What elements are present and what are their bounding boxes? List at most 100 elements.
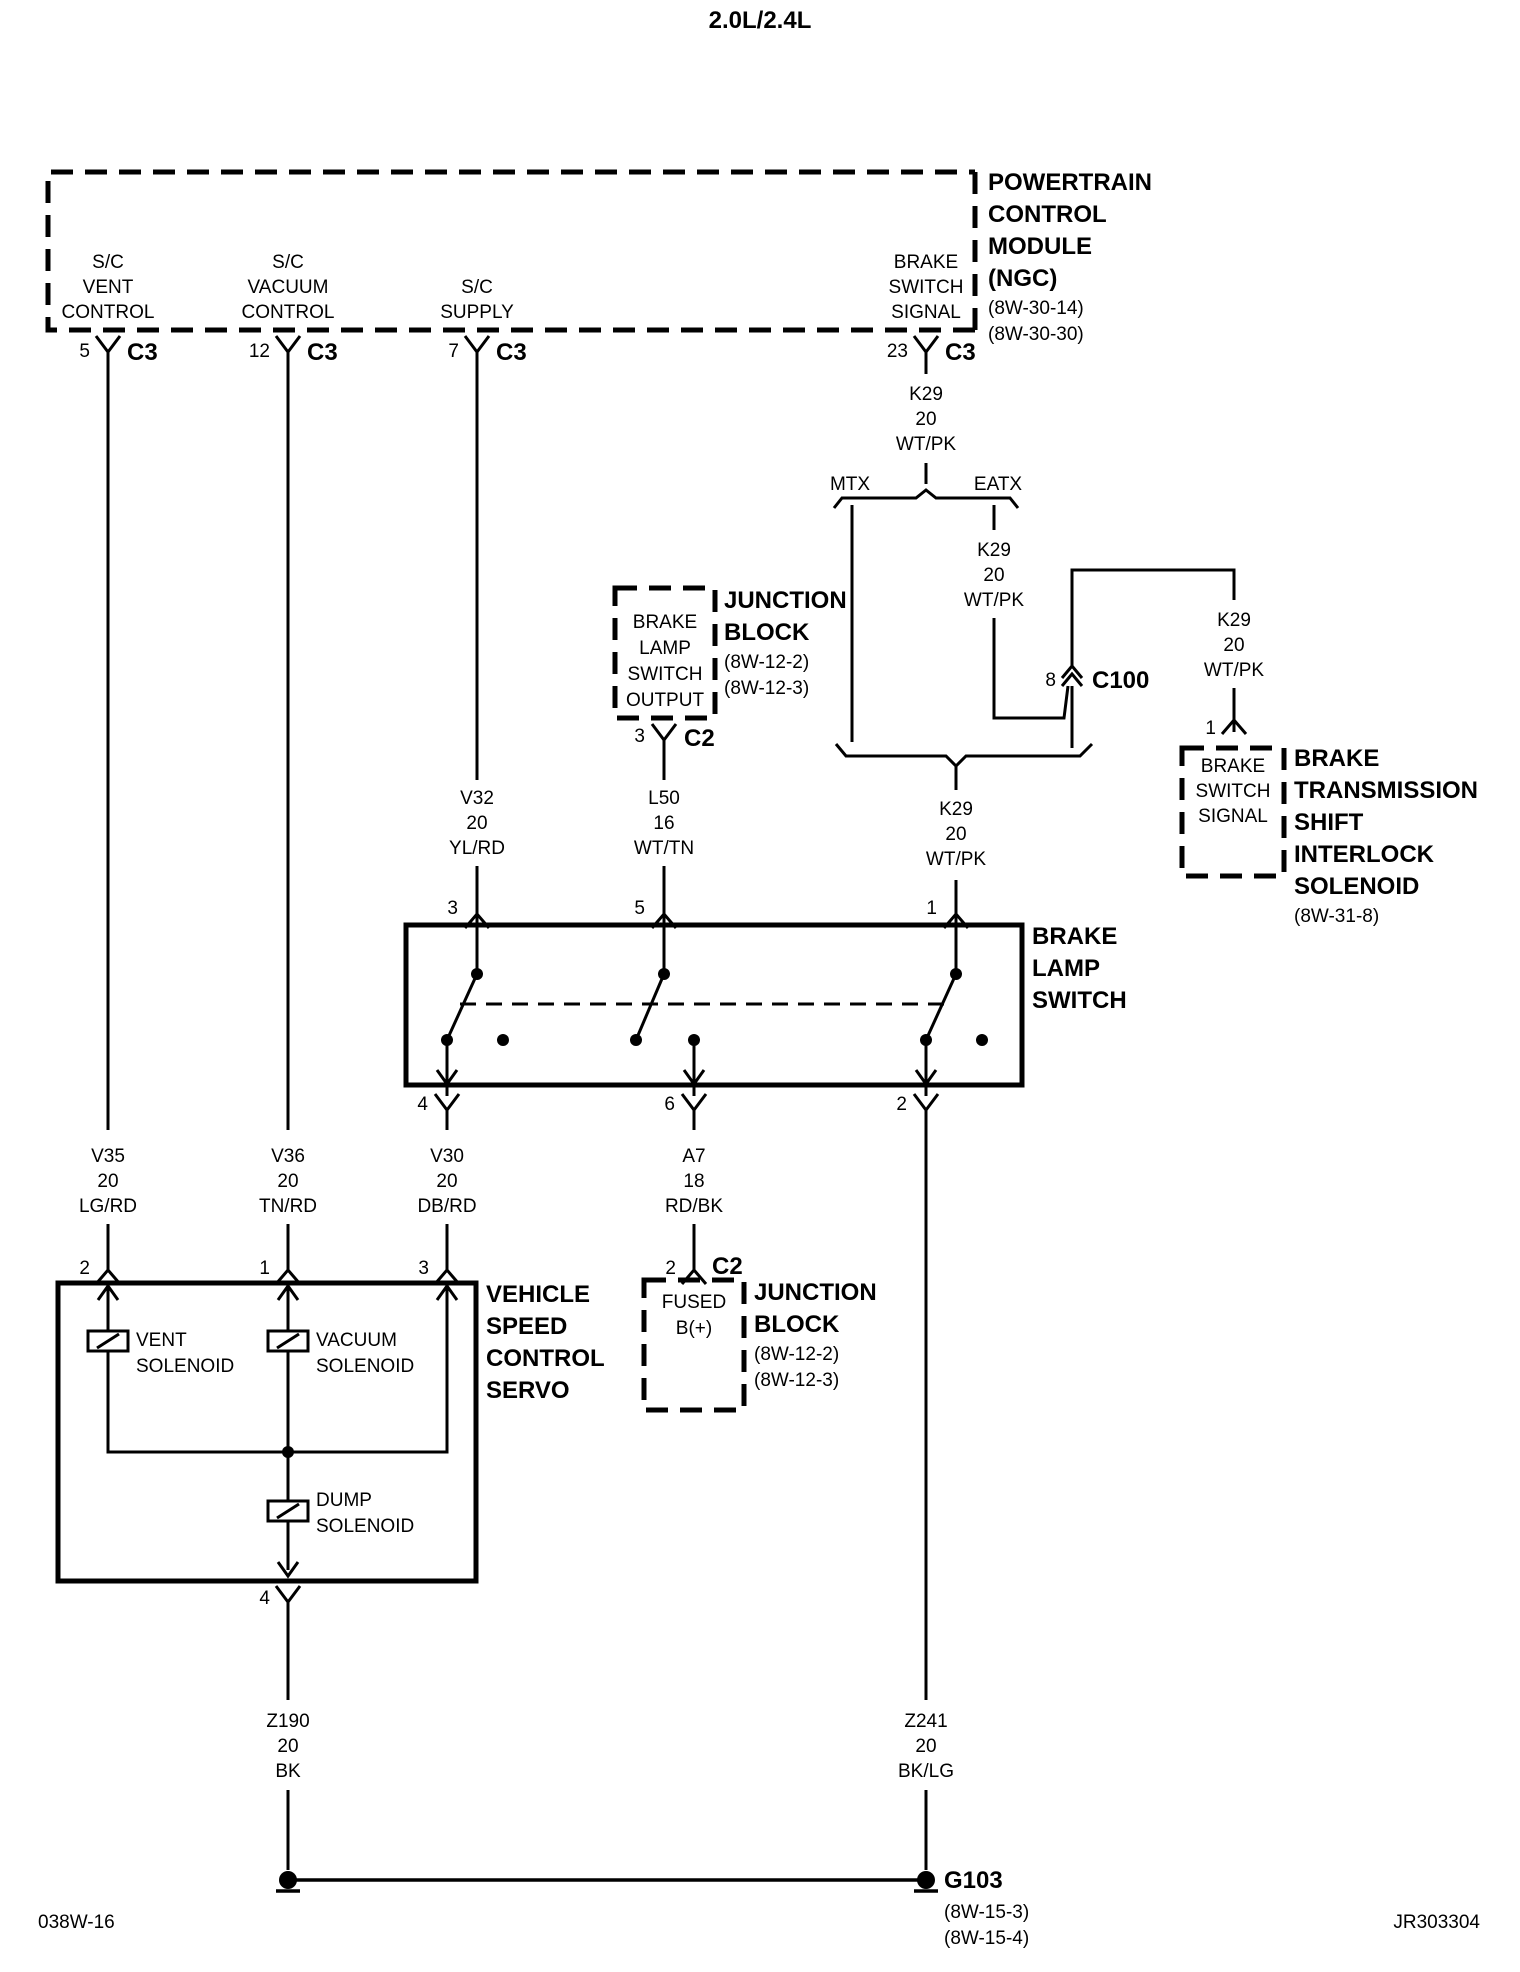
pcm-pin-label-vacuum-1: S/C [272, 252, 304, 273]
wire-label-v35-2: 20 [97, 1171, 118, 1192]
pcm-pin-label-vacuum-3: CONTROL [242, 302, 335, 323]
jb-bottom-name-1: JUNCTION [754, 1279, 877, 1306]
jb-top-ref-2: (8W-12-3) [724, 678, 809, 699]
pcm-pin-label-vent-3: CONTROL [62, 302, 155, 323]
interlock-name-5: SOLENOID [1294, 873, 1419, 900]
ground-ref-2: (8W-15-4) [944, 1928, 1029, 1949]
servo-junction-dot [282, 1446, 294, 1458]
switch-pin-5: 5 [634, 898, 645, 919]
jb-bottom-conn: C2 [712, 1253, 743, 1280]
jb-top-ref-1: (8W-12-2) [724, 652, 809, 673]
wire-label-v35-1: V35 [91, 1146, 125, 1167]
interlock-name-3: SHIFT [1294, 809, 1364, 836]
interlock-name-1: BRAKE [1294, 745, 1379, 772]
jb-bottom-inner-1: FUSED [662, 1292, 726, 1313]
vacuum-solenoid-label-2: SOLENOID [316, 1356, 414, 1377]
jb-top-inner-1: BRAKE [633, 612, 697, 633]
wire-k29-eatx-to-c100 [992, 618, 1070, 720]
switch-pin-4: 4 [417, 1094, 428, 1115]
wire-label-k29-eatx-1: K29 [977, 540, 1011, 561]
pcm-pin-label-vacuum-2: VACUUM [248, 277, 329, 298]
wire-label-k29-interlock-3: WT/PK [1204, 660, 1264, 681]
pcm-pin-label-brake-1: BRAKE [894, 252, 958, 273]
vent-solenoid-label-1: VENT [136, 1330, 187, 1351]
splice-mtx-label: MTX [830, 474, 870, 495]
pcm-pin-label-supply-1: S/C [461, 277, 493, 298]
wire-label-k29-pcm-3: WT/PK [896, 434, 956, 455]
jb-bottom-pin: 2 [665, 1258, 676, 1279]
wire-label-z241-2: 20 [915, 1736, 936, 1757]
footer-right-code: JR303304 [1393, 1912, 1480, 1933]
wire-label-k29-switch-1: K29 [939, 799, 973, 820]
ground-name: G103 [944, 1867, 1003, 1894]
jb-top-inner-2: LAMP [639, 638, 691, 659]
wire-label-v36-2: 20 [277, 1171, 298, 1192]
wire-label-v36-3: TN/RD [259, 1196, 317, 1217]
vent-solenoid-label-2: SOLENOID [136, 1356, 234, 1377]
pcm-name-3: MODULE [988, 233, 1092, 260]
wire-label-k29-pcm-2: 20 [915, 409, 936, 430]
servo-pin-3: 3 [418, 1258, 429, 1279]
wire-label-l50-2: 16 [653, 813, 674, 834]
servo-pin-4: 4 [259, 1588, 270, 1609]
terminal-pcm-7 [463, 335, 491, 355]
vent-solenoid-slash [96, 1332, 120, 1350]
interlock-inner-1: BRAKE [1201, 756, 1265, 777]
servo-arrow-4 [276, 1561, 300, 1579]
ground-left-dot [279, 1871, 297, 1889]
interlock-inner-3: SIGNAL [1198, 806, 1268, 827]
pcm-conn-c3-d: C3 [945, 339, 976, 366]
wire-label-z190-3: BK [275, 1761, 301, 1782]
vacuum-solenoid-slash [276, 1332, 300, 1350]
switch-contact-1-blade [445, 973, 479, 1041]
terminal-jb-top-3 [650, 723, 678, 743]
servo-vent-loop [106, 1286, 449, 1454]
servo-pin-2: 2 [79, 1258, 90, 1279]
pcm-ref-2: (8W-30-30) [988, 324, 1084, 345]
terminal-servo-1 [274, 1267, 302, 1285]
pcm-pin-23: 23 [887, 341, 908, 362]
switch-pin-6: 6 [664, 1094, 675, 1115]
vacuum-solenoid-label-1: VACUUM [316, 1330, 397, 1351]
pcm-name-1: POWERTRAIN [988, 169, 1152, 196]
dump-solenoid-label-2: SOLENOID [316, 1516, 414, 1537]
switch-arrow-4 [435, 1069, 459, 1087]
switch-contact-2-open [630, 1034, 642, 1046]
switch-contact-3-blade [924, 973, 958, 1041]
terminal-switch-2 [912, 1093, 940, 1113]
c100-terminal-upper [1060, 671, 1084, 687]
wire-c100-to-interlock [1070, 568, 1236, 666]
pcm-pin-label-brake-3: SIGNAL [891, 302, 961, 323]
terminal-interlock-1 [1220, 717, 1248, 735]
pcm-dashed-box [45, 169, 975, 333]
switch-contact-2-blade [634, 973, 666, 1041]
jb-top-inner-4: OUTPUT [626, 690, 705, 711]
jb-top-pin: 3 [634, 726, 645, 747]
brake-switch-name-3: SWITCH [1032, 987, 1127, 1014]
ground-ref-1: (8W-15-3) [944, 1902, 1029, 1923]
mtx-eatx-splice: MTX EATX [830, 474, 1022, 509]
junction-block-bottom: 2 C2 FUSED B(+) JUNCTION BLOCK (8W-12-2)… [641, 1253, 877, 1413]
pcm-ref-1: (8W-30-14) [988, 298, 1084, 319]
splice-top-bracket [832, 488, 1020, 509]
servo-name-2: SPEED [486, 1313, 567, 1340]
interlock-pin: 1 [1205, 718, 1216, 739]
switch-pin-3: 3 [447, 898, 458, 919]
terminal-servo-2 [94, 1267, 122, 1285]
wire-label-z241-3: BK/LG [898, 1761, 954, 1782]
dump-solenoid-label-1: DUMP [316, 1490, 372, 1511]
pcm-name-4: (NGC) [988, 265, 1057, 292]
interlock-inner-2: SWITCH [1196, 781, 1271, 802]
servo-name-3: CONTROL [486, 1345, 605, 1372]
speed-control-servo: 2 1 3 VEHICLE SPEED CONTROL SERVO VENT S… [55, 1258, 605, 1609]
pcm-pin-5: 5 [79, 341, 90, 362]
servo-pin-1: 1 [259, 1258, 270, 1279]
pcm-pin-7: 7 [448, 341, 459, 362]
terminal-switch-4 [433, 1093, 461, 1113]
jb-bottom-name-2: BLOCK [754, 1311, 840, 1338]
terminal-pcm-23 [912, 335, 940, 355]
jb-top-dashed-box [612, 585, 718, 721]
shift-interlock-solenoid: 1 BRAKE SWITCH SIGNAL BRAKE TRANSMISSION… [1179, 717, 1478, 927]
switch-contact-1-open [497, 1034, 509, 1046]
